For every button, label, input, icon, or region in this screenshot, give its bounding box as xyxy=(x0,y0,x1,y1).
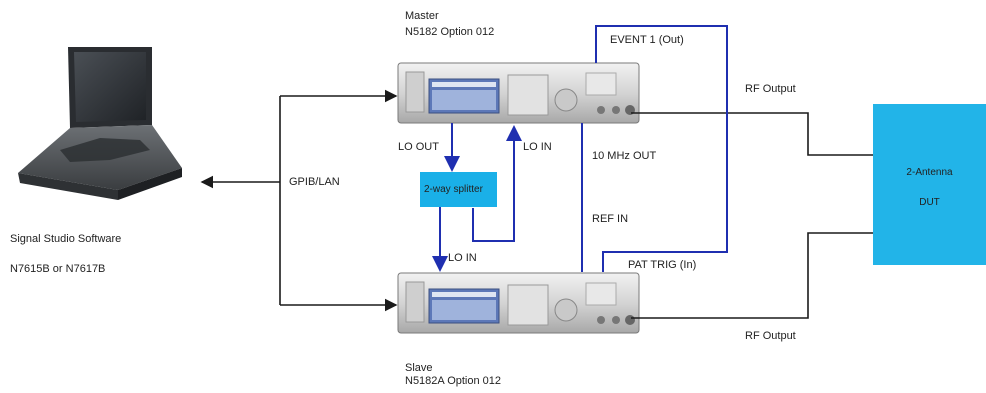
slave-title: Slave xyxy=(405,362,433,375)
gpib-lan-label: GPIB/LAN xyxy=(289,176,340,189)
rf-output-master-label: RF Output xyxy=(745,83,796,96)
dut-line1: 2-Antenna xyxy=(873,166,986,179)
ref-in-label: REF IN xyxy=(592,213,628,226)
laptop-icon xyxy=(18,47,182,200)
lo-in-master-label: LO IN xyxy=(523,141,552,154)
master-model: N5182 Option 012 xyxy=(405,26,494,39)
slave-signal-generator xyxy=(398,273,639,333)
rf-output-slave-label: RF Output xyxy=(745,330,796,343)
pat-trig-in-label: PAT TRIG (In) xyxy=(628,259,696,272)
dut-box xyxy=(873,104,986,265)
slave-model: N5182A Option 012 xyxy=(405,375,501,388)
dut-line2: DUT xyxy=(873,196,986,209)
gpib-lan-cabling xyxy=(202,96,396,305)
software-name: Signal Studio Software xyxy=(10,233,121,246)
master-signal-generator xyxy=(398,63,639,123)
ten-mhz-out-label: 10 MHz OUT xyxy=(592,150,656,163)
software-models: N7615B or N7617B xyxy=(10,263,105,276)
event1-out-label: EVENT 1 (Out) xyxy=(610,34,684,47)
lo-out-label: LO OUT xyxy=(398,141,439,154)
splitter-label: 2-way splitter xyxy=(424,183,483,196)
lo-in-slave-label: LO IN xyxy=(448,252,477,265)
master-title: Master xyxy=(405,10,439,23)
rf-output-cabling xyxy=(631,113,873,318)
